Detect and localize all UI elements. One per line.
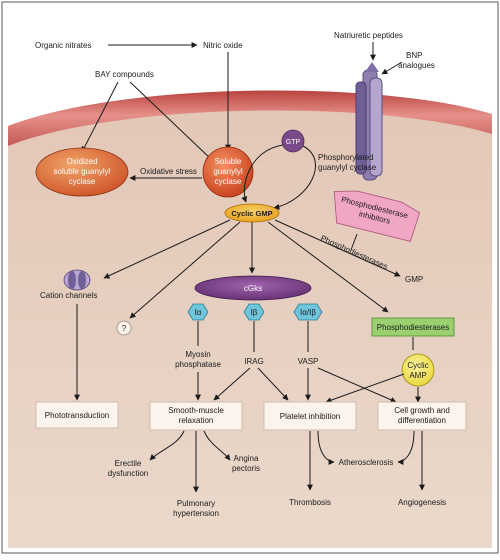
pulmonary-line2: hypertension (173, 509, 219, 518)
iso-beta-label: Iβ (251, 308, 258, 317)
pulmonary-line1: Pulmonary (177, 499, 215, 508)
iso-alpha-label: Iα (195, 308, 202, 317)
iso-alpha-node (187, 303, 209, 321)
gtp-node (281, 129, 305, 153)
phototransduction-box (35, 401, 119, 429)
gtp-label: GTP (286, 139, 301, 146)
oxidative-stress-label: Oxidative stress (140, 167, 197, 176)
natriuretic-peptides-label: Natriuretic peptides (334, 31, 403, 40)
cell-growth-line1: Cell growth and (394, 406, 450, 415)
smooth-muscle-line1: Smooth-muscle (168, 406, 224, 415)
cgmp-to-gmp-arrow (274, 219, 401, 277)
phosphorylated-gc-line2: guanylyl cyclase (318, 163, 377, 172)
soluble-gc-line2: guanylyl (213, 167, 243, 176)
oxidized-sgc-line3: cyclase (69, 177, 96, 186)
smooth-to-erectile-arrow (149, 430, 185, 461)
smooth-muscle-line2: relaxation (179, 416, 214, 425)
bnp-analogues-line2: analogues (398, 61, 435, 70)
myosin-phosphatase-line1: Myosin (185, 350, 210, 359)
phosphodiesterases-box (371, 317, 455, 337)
unknown-node (116, 320, 132, 336)
erectile-line1: Erectile (115, 459, 142, 468)
atherosclerosis-label: Atherosclerosis (339, 458, 394, 467)
cyclic-amp-node (401, 353, 435, 387)
oxidized-sgc-line1: Oxidized (66, 157, 97, 166)
angina-line2: pectoris (232, 464, 260, 473)
bay-compounds-label: BAY compounds (95, 70, 154, 79)
iso-beta-node (243, 303, 265, 321)
cation-channel-icon (63, 269, 91, 291)
cgmp-to-cation-arrow (103, 219, 231, 279)
camp-to-platelet-arrow (325, 373, 405, 403)
gtp-to-cgmp-right-arrow (273, 145, 316, 210)
oxidized-sgc-line2: soluble guanylyl (54, 167, 111, 176)
irag-to-smooth-arrow (213, 367, 251, 401)
natriuretic-receptor (355, 62, 383, 181)
angiogenesis-label: Angiogenesis (398, 498, 446, 507)
platelet-inhibition-label: Platelet inhibition (280, 412, 340, 421)
vasp-to-growth-arrow (317, 367, 397, 403)
organic-nitrates-label: Organic nitrates (35, 41, 91, 50)
platelet-to-athero-arrow (317, 430, 335, 465)
cation-channels-label: Cation channels (40, 291, 97, 300)
bay-to-oxidized-arrow (81, 81, 119, 153)
cgks-node (194, 275, 312, 301)
cgmp-to-unknown-arrow (129, 221, 241, 319)
gtp-to-cgmp-left-arrow (241, 144, 284, 203)
soluble-gc-line1: Soluble (215, 157, 242, 166)
bay-to-sgc-arrow (129, 81, 213, 161)
phosphodiesterases-box-label: Phosphodiesterases (377, 323, 450, 332)
angina-line1: Angina (234, 454, 259, 463)
gmp-label: GMP (405, 275, 423, 284)
pde-inhibition-bar (350, 233, 358, 251)
nitric-oxide-label: Nitric oxide (203, 41, 243, 50)
oxidized-sgc-node (35, 147, 129, 197)
irag-label: IRAG (244, 357, 264, 366)
vasp-label: VASP (298, 357, 319, 366)
cgks-label: cGks (244, 284, 262, 293)
myosin-phosphatase-line2: phosphatase (175, 360, 221, 369)
platelet-inhibition-box (263, 401, 357, 431)
cyclic-gmp-label: Cyclic GMP (231, 209, 272, 218)
cyclic-amp-line1: Cyclic (407, 361, 428, 370)
erectile-line2: dysfunction (108, 469, 148, 478)
unknown-label: ? (122, 324, 127, 333)
phosphorylated-gc-line1: Phosphorylated (318, 153, 374, 162)
smooth-to-angina-arrow (203, 430, 231, 461)
cell-growth-line2: differentiation (398, 416, 446, 425)
cyclic-amp-line2: AMP (409, 371, 426, 380)
smooth-muscle-box (149, 401, 243, 431)
thrombosis-label: Thrombosis (289, 498, 331, 507)
iso-ab-node (293, 303, 323, 321)
growth-to-athero-arrow (397, 430, 415, 465)
cell-growth-box (377, 401, 467, 431)
soluble-gc-line3: cyclase (215, 177, 242, 186)
cgmp-to-pde-arrow (267, 221, 389, 313)
phototransduction-label: Phototransduction (45, 411, 110, 420)
iso-ab-label: Iα/Iβ (300, 308, 316, 317)
irag-to-platelet-arrow (257, 367, 289, 401)
bnp-analogues-line1: BNP (406, 51, 422, 60)
bnp-to-receptor-arrow (381, 61, 403, 75)
soluble-gc-node (202, 146, 254, 198)
pde-inhibitors-node (333, 190, 421, 242)
